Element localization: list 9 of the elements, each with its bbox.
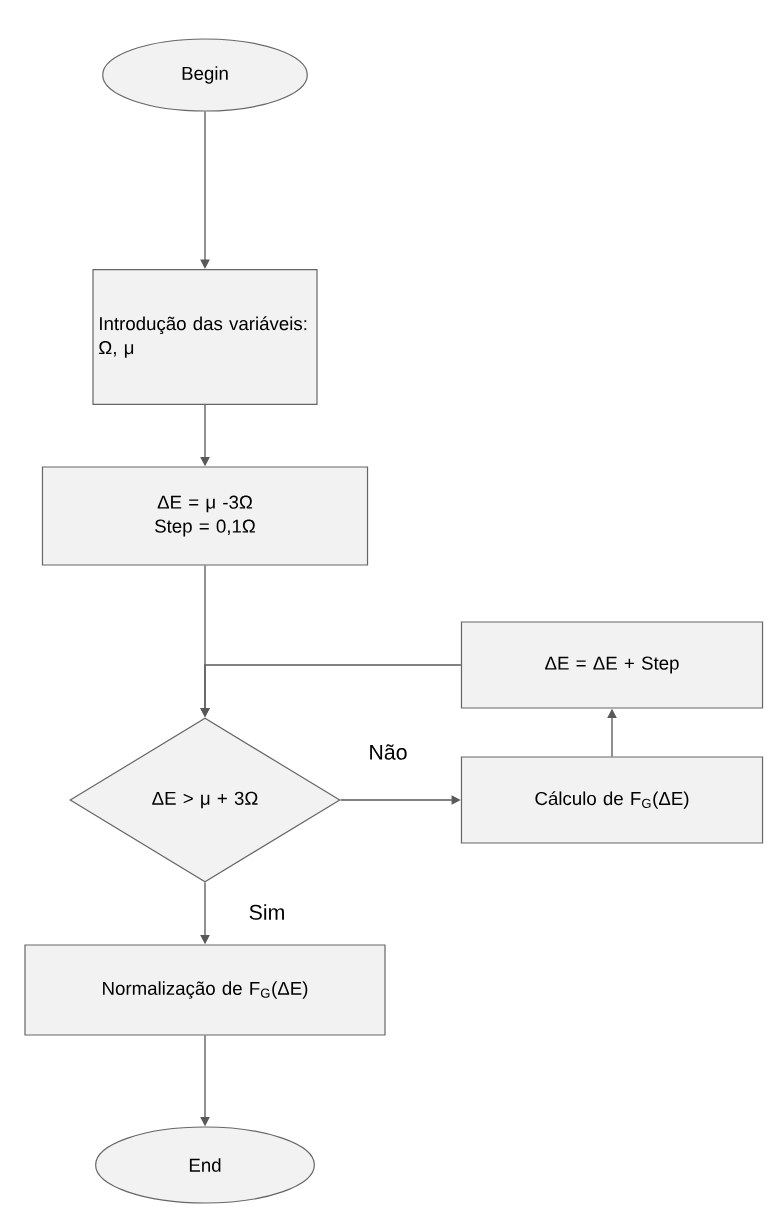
process-box: Normalização de F$_{G}$(ΔE) (24, 944, 386, 1036)
process-box: ΔE = ΔE + Step (460, 621, 764, 709)
arrow (339, 795, 461, 805)
process-box: Cálculo de F$_{G}$(ΔE) (460, 756, 764, 844)
arrow (200, 110, 210, 269)
process-box: ΔE = μ -3Ω Step = 0,1Ω (41, 466, 369, 566)
edge-label: Não (370, 744, 407, 760)
edge-label: Sim (249, 904, 284, 920)
process-box: Introdução das variáveis: Ω, μ (92, 268, 318, 406)
